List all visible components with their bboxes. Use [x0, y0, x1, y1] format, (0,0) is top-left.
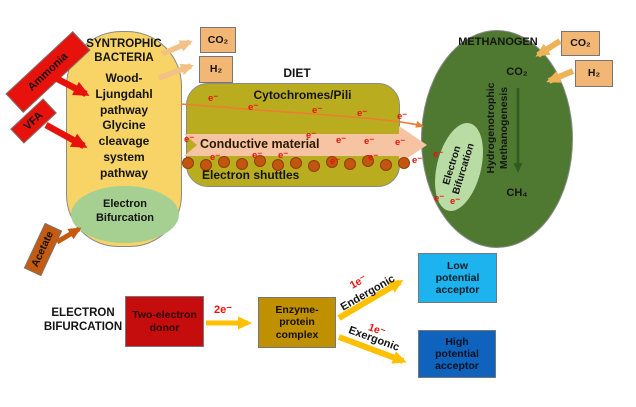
electron-shuttle-beads — [182, 155, 410, 172]
high-potential-acceptor-label: High potential acceptor — [435, 335, 479, 373]
electron-marker: e⁻ — [336, 135, 347, 146]
electron-marker: e⁻ — [184, 134, 195, 145]
electron-marker: e⁻ — [412, 155, 423, 166]
co2-left-box: CO₂ — [200, 27, 236, 53]
electron-marker: e⁻ — [210, 152, 221, 163]
two-e-label: 2e⁻ — [214, 304, 233, 316]
electron-marker: e⁻ — [252, 150, 263, 161]
co2-right-box: CO₂ — [561, 31, 600, 56]
electron-marker: e⁻ — [357, 108, 368, 119]
cytochromes-pili-label: Cytochromes/Pili — [253, 88, 352, 102]
enzyme-protein-complex-box: Enzyme- protein complex — [258, 297, 336, 348]
endergonic-arrow — [337, 279, 404, 321]
co2-output-arrow — [160, 39, 193, 57]
h2-right-box: H₂ — [575, 60, 613, 87]
cytochromes-pili-line — [180, 103, 424, 128]
electron-marker: e⁻ — [364, 136, 375, 147]
electron-marker: e⁻ — [306, 130, 317, 141]
vfa-arrow — [44, 122, 88, 149]
conductive-material-label: Conductive material — [200, 137, 320, 151]
electron-marker: e⁻ — [248, 102, 259, 113]
electron-marker: e⁻ — [395, 137, 406, 148]
exergonic-arrow — [337, 334, 407, 364]
h2-left-box: H₂ — [199, 56, 233, 83]
electron-bifurcation-heading: ELECTRON BIFURCATION — [43, 307, 123, 334]
conductive-material-arrow — [184, 126, 427, 164]
acetate-arrow — [55, 226, 82, 245]
co2-right-label: CO₂ — [570, 37, 591, 50]
h2-right-label: H₂ — [587, 67, 601, 80]
co2-inner-label: CO₂ — [506, 66, 528, 78]
low-potential-acceptor-label: Low potential acceptor — [435, 259, 480, 297]
electron-marker: e⁻ — [397, 111, 408, 122]
co2-left-label: CO₂ — [207, 33, 229, 46]
electron-marker: e⁻ — [433, 149, 444, 160]
h2-left-label: H₂ — [209, 63, 223, 76]
diet-heading: DIET — [283, 66, 311, 80]
electron-marker: e⁻ — [330, 156, 341, 167]
methanogen-title: METHANOGEN — [458, 36, 538, 48]
h2-output-arrow — [158, 63, 194, 81]
electron-marker: e⁻ — [208, 93, 219, 104]
electron-marker: e⁻ — [278, 150, 289, 161]
two-electron-donor-box: Two-electron donor — [125, 296, 204, 347]
electron-marker: e⁻ — [450, 196, 461, 207]
low-potential-acceptor-box: Low potential acceptor — [418, 253, 497, 303]
electron-bifurcation-left-label: Electron Bifurcation — [95, 198, 155, 224]
hydrogenotrophic-methanogenesis-label: Hydrogenotrophic Methanogenesis — [485, 82, 511, 174]
electron-bifurcation-ellipse-left — [71, 186, 179, 243]
syntrophic-bacteria-title: SYNTROPHIC BACTERIA — [86, 38, 162, 65]
high-potential-acceptor-box: High potential acceptor — [418, 330, 496, 378]
electron-marker: e⁻ — [312, 105, 323, 116]
two-electron-donor-label: Two-electron donor — [132, 309, 197, 334]
ammonia-arrow — [48, 72, 90, 97]
electron-marker: e⁻ — [368, 152, 379, 163]
electron-shuttles-label: Electron shuttles — [202, 168, 300, 182]
enzyme-protein-complex-label: Enzyme- protein complex — [275, 304, 319, 341]
co2-input-arrow — [535, 38, 562, 58]
h2-input-arrow — [546, 68, 575, 84]
syntrophic-pathways-text: Wood- Ljungdahl pathway Glycine cleavage… — [95, 71, 153, 180]
electron-marker: e⁻ — [434, 193, 445, 204]
ch4-label: CH₄ — [506, 187, 528, 199]
